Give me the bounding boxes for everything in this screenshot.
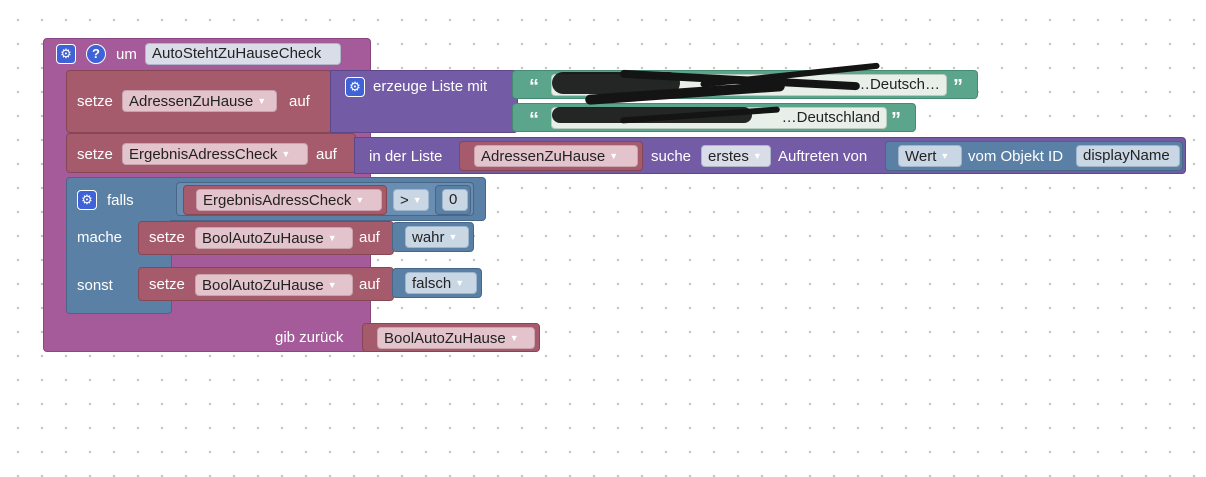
object-label: vom Objekt ID [968, 148, 1064, 165]
compare-value-block[interactable]: 0 [435, 185, 471, 215]
occurrence-of-label: Auftreten von [778, 148, 868, 165]
create-list-label: erzeuge Liste mit [373, 78, 488, 95]
variable-dropdown[interactable]: AdressenZuHause▼ [122, 90, 277, 112]
object-value-block[interactable]: Wert▼ vom Objekt ID displayName [885, 141, 1183, 171]
to-label: auf [359, 276, 380, 293]
in-list-label: in der Liste [369, 148, 443, 165]
dropdown-arrow-icon: ▼ [281, 149, 291, 159]
dropdown-arrow-icon: ▼ [327, 280, 337, 290]
compare-value-field[interactable]: 0 [442, 189, 468, 211]
return-label: gib zurück [275, 329, 344, 346]
condition-variable-block[interactable]: ErgebnisAdressCheck▼ [183, 185, 387, 215]
if-label: falls [107, 192, 134, 209]
set-ergebnis-block[interactable]: setze ErgebnisAdressCheck▼ auf [66, 133, 356, 173]
dropdown-arrow-icon: ▼ [355, 195, 365, 205]
set-bool-false-block[interactable]: setze BoolAutoZuHause▼ auf [138, 267, 394, 301]
return-variable-block[interactable]: BoolAutoZuHause▼ [362, 323, 540, 352]
bool-false-dropdown[interactable]: falsch▼ [405, 272, 477, 294]
set-label: setze [149, 276, 185, 293]
dropdown-arrow-icon: ▼ [940, 151, 950, 161]
text-item-2-value: …Deutschland [781, 109, 880, 126]
condition-variable-name: ErgebnisAdressCheck [203, 192, 352, 209]
occurrence-value: erstes [708, 148, 749, 165]
variable-dropdown[interactable]: BoolAutoZuHause▼ [195, 274, 353, 296]
list-gear-icon[interactable]: ⚙ [345, 77, 365, 97]
dropdown-arrow-icon: ▼ [509, 333, 519, 343]
dropdown-arrow-icon: ▼ [448, 232, 458, 242]
text-item-1-value: …Deutsch… [854, 76, 940, 93]
bool-true-dropdown[interactable]: wahr▼ [405, 226, 469, 248]
find-in-list-block[interactable]: in der Liste AdressenZuHause▼ suche erst… [354, 137, 1186, 174]
function-gear-icon[interactable]: ⚙ [56, 44, 76, 64]
dropdown-arrow-icon: ▼ [455, 278, 465, 288]
function-name-field[interactable]: AutoStehtZuHauseCheck [145, 43, 341, 65]
to-label: auf [289, 93, 310, 110]
do-label: mache [77, 229, 123, 246]
operator-value: > [400, 192, 409, 209]
open-quote-icon: “ [529, 76, 539, 98]
variable-name: AdressenZuHause [129, 93, 254, 110]
close-quote-icon: ” [953, 76, 963, 98]
bool-true-block[interactable]: wahr▼ [392, 222, 474, 252]
bool-false-block[interactable]: falsch▼ [392, 268, 482, 298]
variable-name: BoolAutoZuHause [202, 230, 324, 247]
condition-variable-dropdown[interactable]: ErgebnisAdressCheck▼ [196, 189, 382, 211]
compare-block[interactable]: ErgebnisAdressCheck▼ >▼ 0 [176, 182, 474, 216]
find-label: suche [651, 148, 692, 165]
set-label: setze [149, 229, 185, 246]
variable-name: ErgebnisAdressCheck [129, 146, 278, 163]
function-help-icon[interactable]: ? [86, 44, 106, 64]
variable-name: BoolAutoZuHause [202, 277, 324, 294]
function-keyword: um [116, 46, 137, 63]
return-variable-dropdown[interactable]: BoolAutoZuHause▼ [377, 327, 535, 349]
create-list-block[interactable]: ⚙ erzeuge Liste mit [330, 70, 518, 133]
operator-dropdown[interactable]: >▼ [393, 189, 429, 211]
set-label: setze [77, 146, 113, 163]
to-label: auf [359, 229, 380, 246]
dropdown-arrow-icon: ▼ [609, 151, 619, 161]
set-bool-true-block[interactable]: setze BoolAutoZuHause▼ auf [138, 221, 394, 255]
variable-dropdown[interactable]: BoolAutoZuHause▼ [195, 227, 353, 249]
set-adressen-block[interactable]: setze AdressenZuHause▼ auf [66, 70, 332, 133]
open-quote-icon: “ [529, 109, 539, 131]
set-label: setze [77, 93, 113, 110]
value-type: Wert [905, 148, 937, 165]
list-variable-block[interactable]: AdressenZuHause▼ [459, 141, 643, 171]
else-label: sonst [77, 277, 113, 294]
object-id-field[interactable]: displayName [1076, 145, 1180, 167]
occurrence-dropdown[interactable]: erstes▼ [701, 145, 771, 167]
close-quote-icon: ” [891, 109, 901, 131]
dropdown-arrow-icon: ▼ [412, 195, 422, 205]
list-variable-name: AdressenZuHause [481, 148, 606, 165]
return-variable-name: BoolAutoZuHause [384, 330, 506, 347]
if-gear-icon[interactable]: ⚙ [77, 190, 97, 210]
bool-true-value: wahr [412, 229, 445, 246]
value-type-dropdown[interactable]: Wert▼ [898, 145, 962, 167]
bool-false-value: falsch [412, 275, 452, 292]
dropdown-arrow-icon: ▼ [327, 233, 337, 243]
list-variable-dropdown[interactable]: AdressenZuHause▼ [474, 145, 638, 167]
to-label: auf [316, 146, 337, 163]
dropdown-arrow-icon: ▼ [257, 96, 267, 106]
variable-dropdown[interactable]: ErgebnisAdressCheck▼ [122, 143, 308, 165]
dropdown-arrow-icon: ▼ [752, 151, 762, 161]
